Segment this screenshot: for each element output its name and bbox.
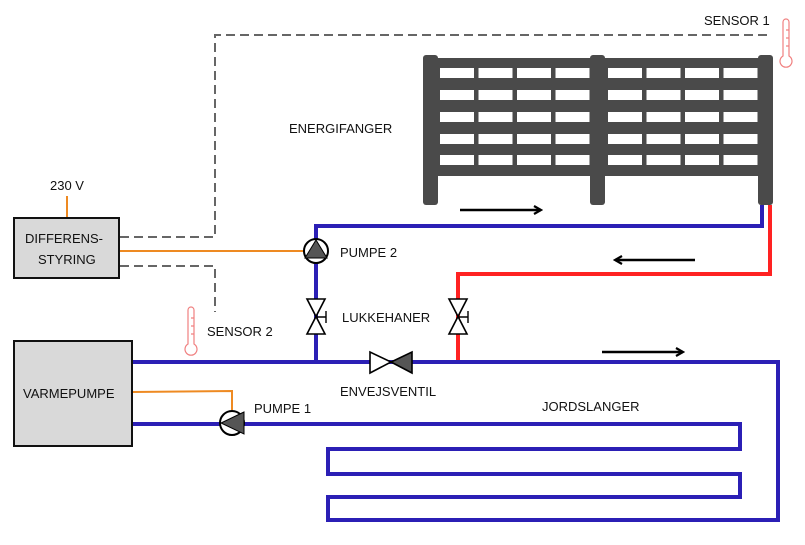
collector-slot: [685, 90, 719, 100]
controller-box: [13, 217, 120, 279]
collector-slot: [646, 68, 681, 78]
collector-slot: [608, 134, 642, 144]
collector-slot: [440, 90, 474, 100]
collector-slot: [646, 134, 681, 144]
thermometer-icon: [779, 18, 793, 68]
collector-slot: [517, 112, 551, 122]
collector-slot: [517, 90, 551, 100]
collector-slot: [555, 90, 590, 100]
collector-slot: [723, 68, 758, 78]
heat-pump-box: [13, 340, 133, 447]
collector-slot: [440, 134, 474, 144]
collector-slot: [685, 68, 719, 78]
collector-slot: [478, 112, 513, 122]
shutoff-valve-right: [447, 298, 469, 335]
collector-slot: [646, 112, 681, 122]
collector-slot: [555, 68, 590, 78]
collector-slot: [646, 90, 681, 100]
ground-loop-label: JORDSLANGER: [542, 399, 640, 414]
collector-slot: [517, 68, 551, 78]
collector-slot: [723, 155, 758, 165]
pump1-power-wire: [132, 389, 233, 410]
collector-slot: [685, 134, 719, 144]
sensor1-signal-wire: [120, 34, 770, 238]
collector-slot: [555, 134, 590, 144]
energy-collector: [423, 55, 773, 205]
collector-slot: [723, 112, 758, 122]
collector-slot: [555, 112, 590, 122]
collector-slot: [478, 155, 513, 165]
collector-slot: [685, 155, 719, 165]
collector-slot: [608, 68, 642, 78]
collector-slot: [646, 155, 681, 165]
thermometer-icon: [184, 306, 198, 356]
sensor2-signal-wire: [120, 265, 216, 312]
shutoff-valves-label: LUKKEHANER: [342, 310, 430, 325]
collector-slot: [517, 155, 551, 165]
sensor2-label: SENSOR 2: [207, 324, 273, 339]
collector-slot: [608, 90, 642, 100]
pump2: [303, 238, 329, 264]
heat-pump-label: VARMEPUMPE: [23, 386, 115, 401]
collector-slot: [440, 112, 474, 122]
controller-label-line2: STYRING: [38, 252, 96, 267]
collector-return-pipe: [456, 205, 772, 362]
collector-label: ENERGIFANGER: [289, 121, 392, 136]
controller-label-line1: DIFFERENS-: [25, 231, 103, 246]
collector-slot: [723, 90, 758, 100]
collector-slot: [685, 112, 719, 122]
pump1-label: PUMPE 1: [254, 401, 311, 416]
collector-slot: [608, 155, 642, 165]
collector-slot: [478, 134, 513, 144]
pump2-label: PUMPE 2: [340, 245, 397, 260]
collector-supply-pipe: [314, 205, 764, 362]
collector-slot: [478, 90, 513, 100]
shutoff-valve-left: [305, 298, 327, 335]
power-label: 230 V: [50, 178, 84, 193]
sensor1-label: SENSOR 1: [704, 13, 770, 28]
pump1: [219, 410, 245, 436]
collector-slot: [555, 155, 590, 165]
collector-slot: [440, 155, 474, 165]
collector-slot: [608, 112, 642, 122]
collector-slot: [440, 68, 474, 78]
heat-pump-supply-pipe: [133, 360, 780, 522]
collector-slot: [517, 134, 551, 144]
check-valve: [369, 350, 413, 375]
check-valve-label: ENVEJSVENTIL: [340, 384, 436, 399]
collector-slot: [723, 134, 758, 144]
collector-slot: [478, 68, 513, 78]
